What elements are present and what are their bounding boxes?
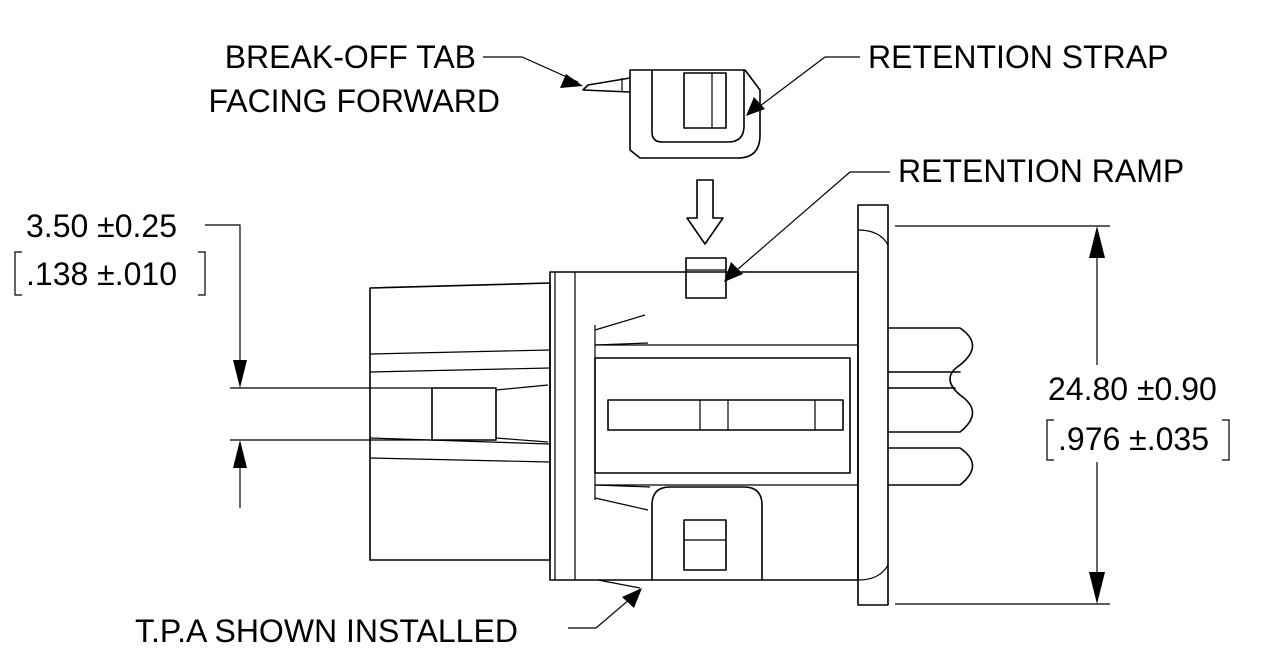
leader-lines [483, 56, 890, 629]
connector-body [369, 204, 974, 606]
slot-dimension-imperial: .138 ±.010 [26, 256, 177, 292]
facing-forward-label: FACING FORWARD [208, 83, 500, 119]
slot-dimension [14, 224, 432, 508]
height-dimension [895, 225, 1230, 605]
retention-strap-label: RETENTION STRAP [868, 39, 1168, 75]
tpa-detail-view [582, 69, 761, 245]
height-dimension-metric: 24.80 ±0.90 [1048, 371, 1217, 407]
wire-bundle [887, 327, 974, 486]
break-off-tab-label: BREAK-OFF TAB [225, 39, 476, 75]
slot-dimension-metric: 3.50 ±0.25 [26, 208, 177, 244]
tpa-installed-label: T.P.A SHOWN INSTALLED [135, 613, 518, 649]
retention-ramp-label: RETENTION RAMP [898, 153, 1184, 189]
height-dimension-imperial: .976 ±.035 [1058, 421, 1209, 457]
